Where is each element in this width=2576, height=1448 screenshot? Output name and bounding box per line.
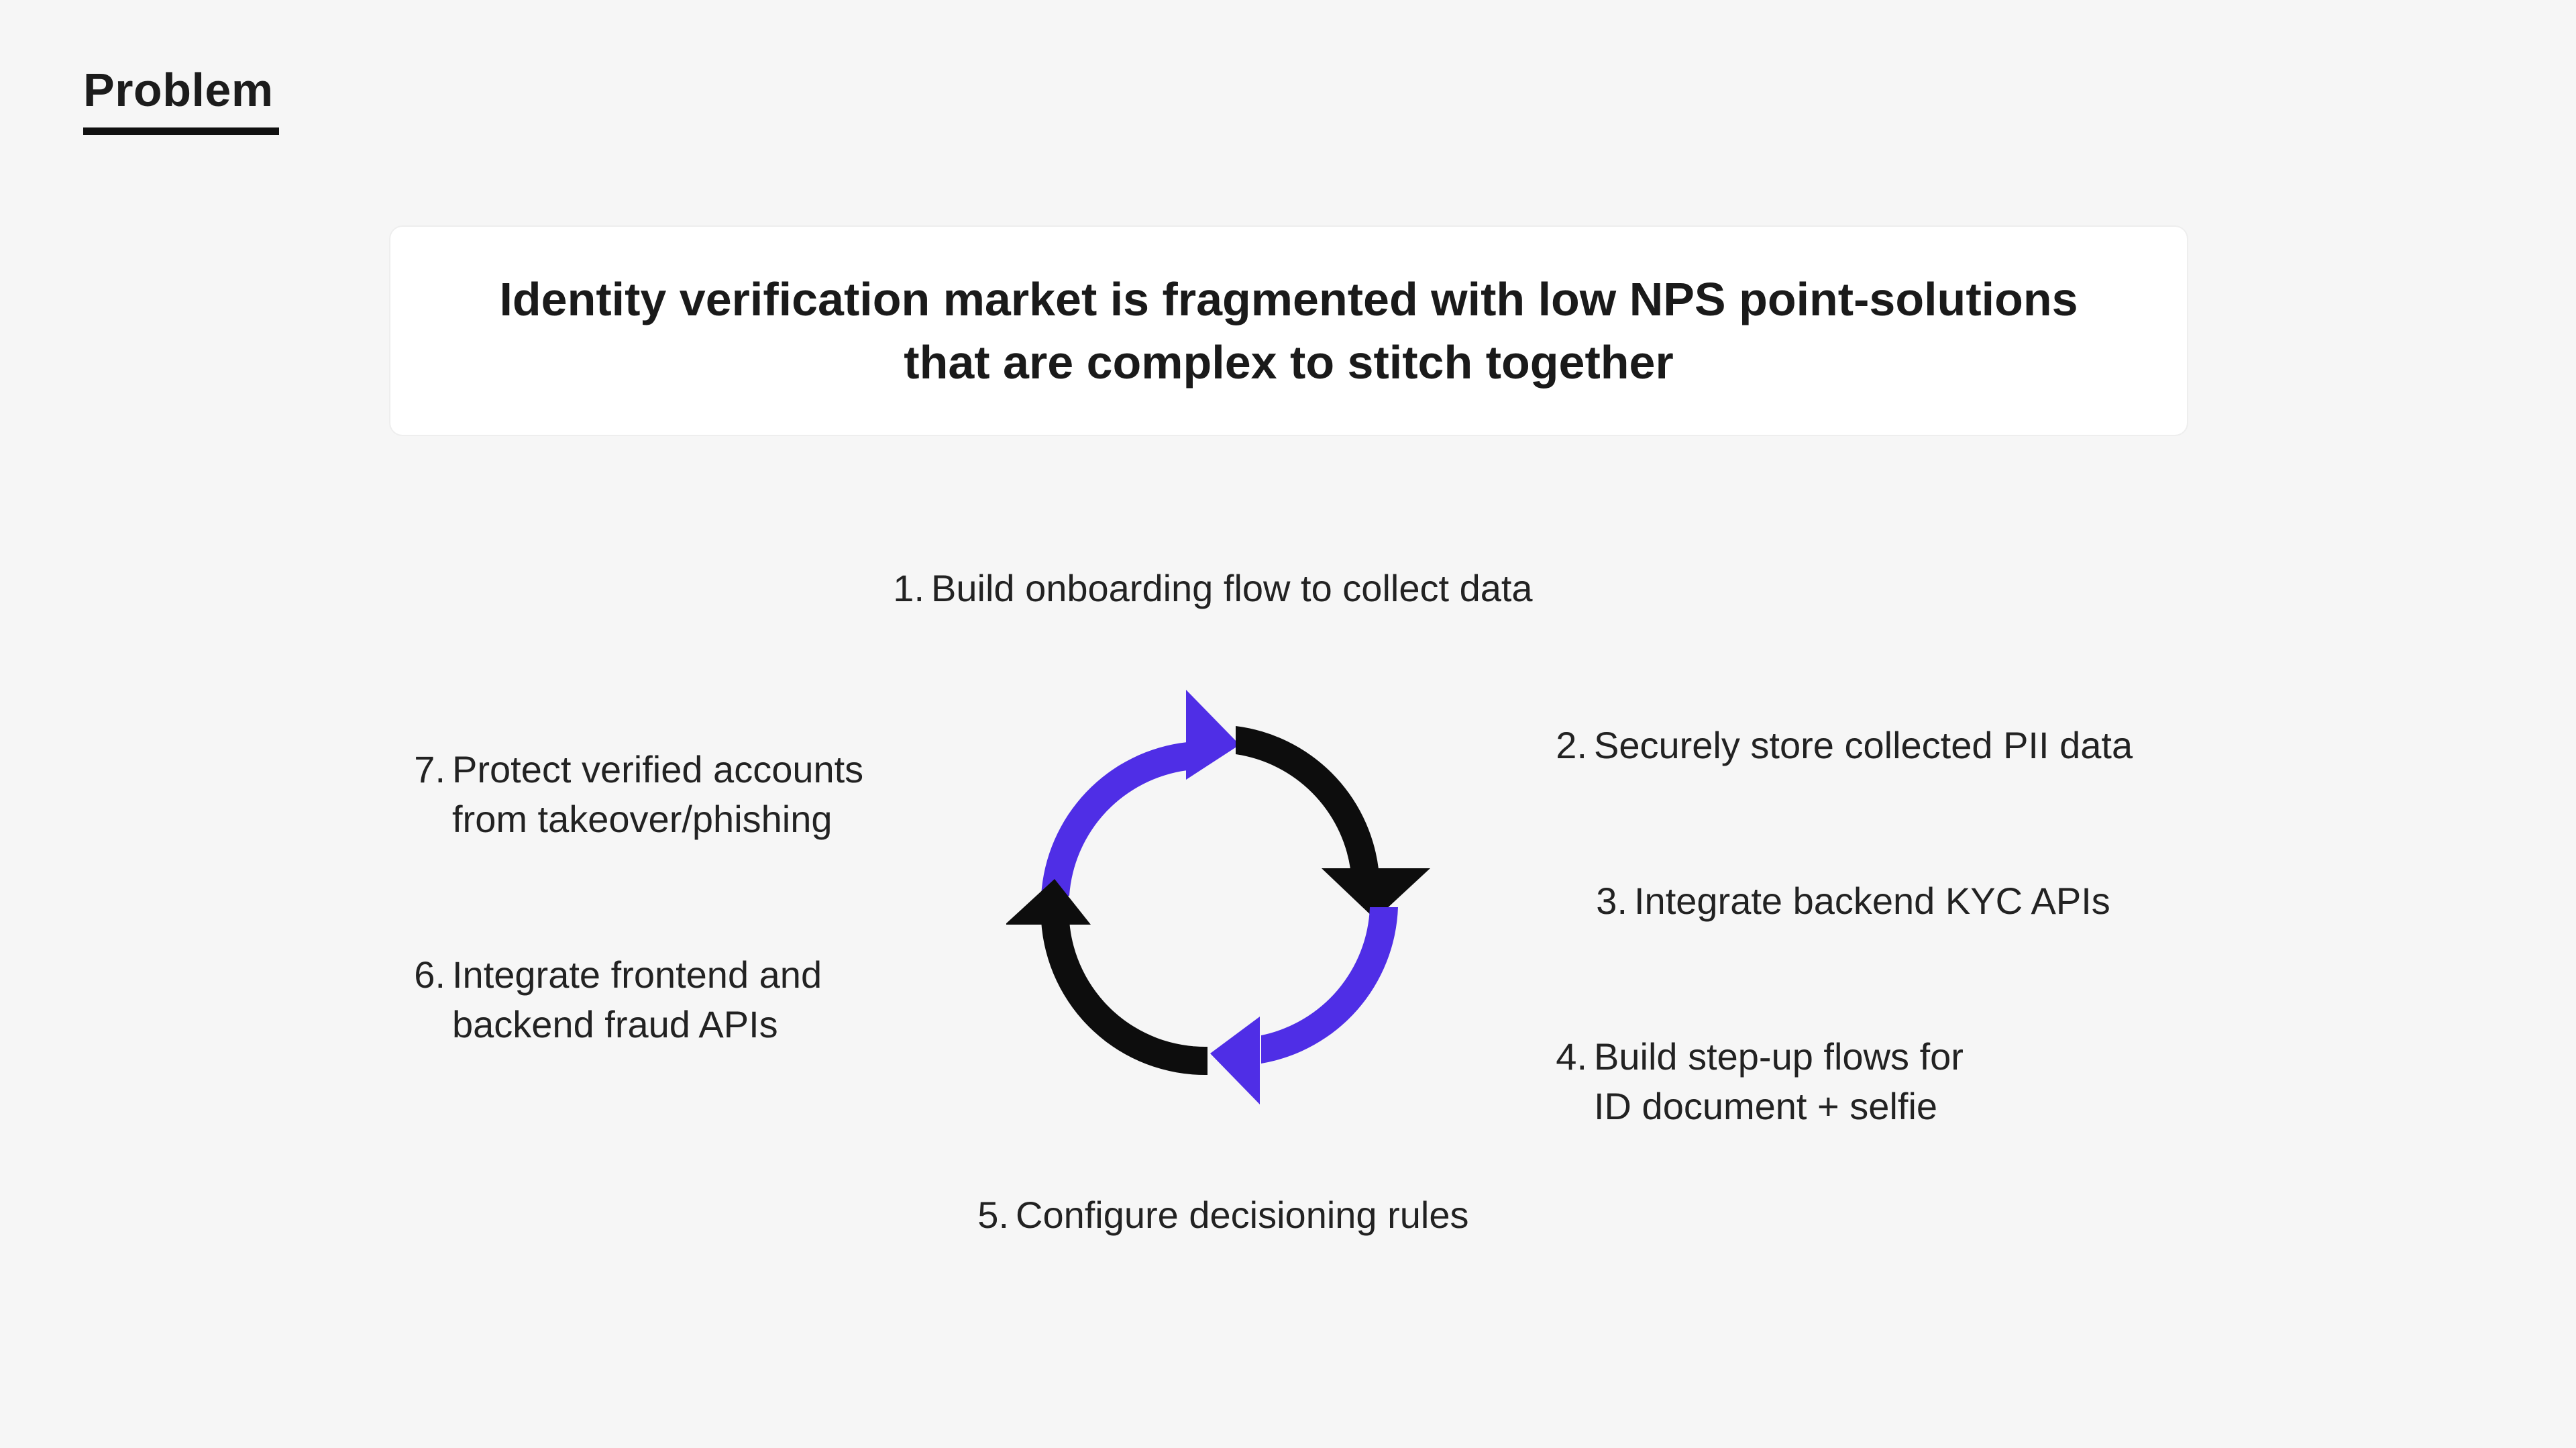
step-4-number: 4. xyxy=(1556,1035,1587,1078)
step-2: 2.Securely store collected PII data xyxy=(1547,721,2133,770)
headline-card: Identity verification market is fragment… xyxy=(390,227,2187,435)
step-3-number: 3. xyxy=(1596,880,1627,922)
arrow-segment-bottom-right xyxy=(1261,907,1398,1064)
step-5-text: Configure decisioning rules xyxy=(1016,1194,1469,1236)
step-4: 4.Build step-up flows for ID document + … xyxy=(1547,1032,1964,1131)
step-4-text-line-1: Build step-up flows for xyxy=(1594,1035,1964,1078)
step-1-number: 1. xyxy=(893,567,924,609)
section-title: Problem xyxy=(83,64,274,116)
headline-line-2: that are complex to stitch together xyxy=(904,336,1674,389)
section-title-underline xyxy=(83,127,279,135)
arrowhead-top-left xyxy=(1186,690,1240,780)
step-6-text-line-2: backend fraud APIs xyxy=(452,1003,778,1045)
step-4-text-line-2: ID document + selfie xyxy=(1594,1085,1938,1127)
step-6-text-line-1: Integrate frontend and xyxy=(452,953,822,996)
headline-line-1: Identity verification market is fragment… xyxy=(499,273,2078,325)
step-2-number: 2. xyxy=(1556,724,1587,766)
step-5: 5.Configure decisioning rules xyxy=(969,1190,1469,1240)
arrowhead-bottom-left xyxy=(1006,879,1091,925)
arrow-segment-top-right xyxy=(1236,726,1379,869)
arrowhead-bottom-right xyxy=(1210,1017,1260,1104)
headline-text: Identity verification market is fragment… xyxy=(499,268,2078,394)
arrow-segment-bottom-left xyxy=(1041,921,1208,1076)
arrow-segment-top-left xyxy=(1041,742,1187,896)
step-7-text-line-1: Protect verified accounts xyxy=(452,748,864,790)
step-2-text: Securely store collected PII data xyxy=(1594,724,2133,766)
step-3-text: Integrate backend KYC APIs xyxy=(1634,880,2110,922)
step-1: 1.Build onboarding flow to collect data xyxy=(884,564,1533,613)
step-7-number: 7. xyxy=(414,748,445,790)
circular-arrows-icon xyxy=(1006,690,1430,1104)
arrowhead-top-right xyxy=(1322,868,1430,919)
step-7-text-line-2: from takeover/phishing xyxy=(452,798,833,840)
step-7: 7.Protect verified accounts from takeove… xyxy=(405,745,863,844)
step-5-number: 5. xyxy=(977,1194,1009,1236)
step-6: 6.Integrate frontend and backend fraud A… xyxy=(405,950,822,1049)
step-3: 3.Integrate backend KYC APIs xyxy=(1587,876,2110,926)
step-1-text: Build onboarding flow to collect data xyxy=(931,567,1533,609)
step-6-number: 6. xyxy=(414,953,445,996)
